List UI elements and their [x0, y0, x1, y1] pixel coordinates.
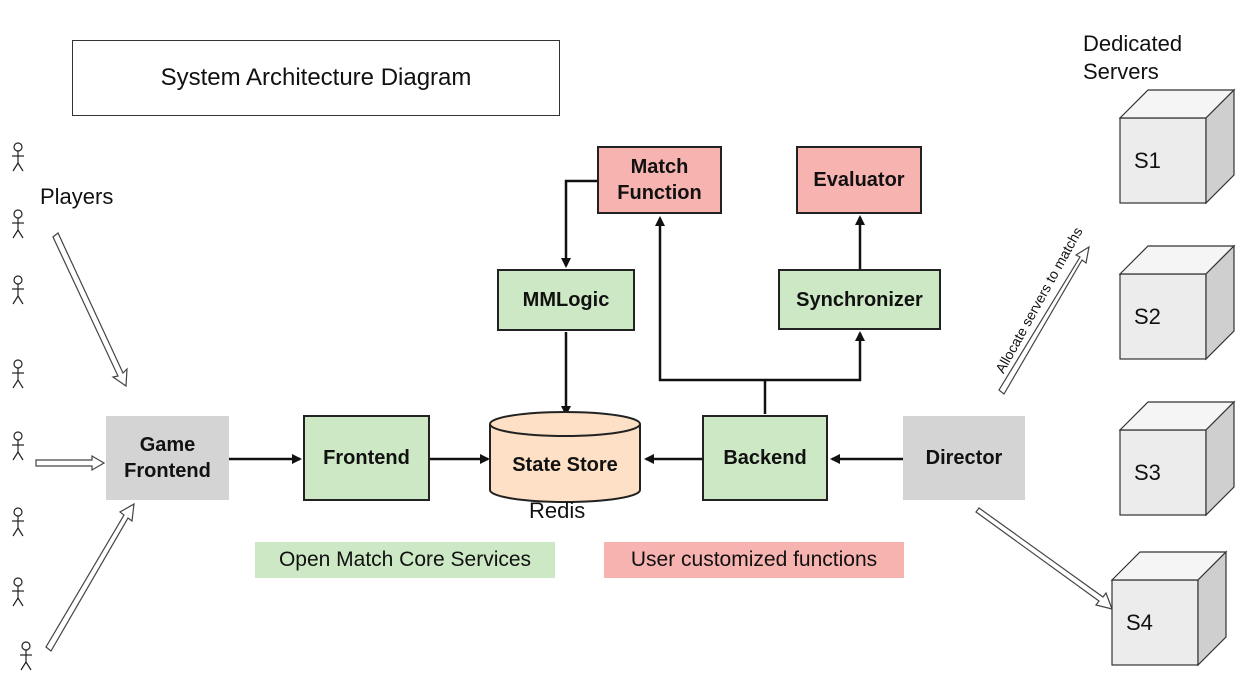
- solid-arrows: [229, 179, 903, 464]
- redis-label: Redis: [529, 498, 586, 523]
- hollow-arrow-director-s4: [975, 507, 1113, 610]
- game-frontend-line1: Game: [139, 434, 196, 456]
- server-cube-s2: [1118, 244, 1236, 361]
- backend-node: Backend: [702, 415, 828, 501]
- state-store-label: State Store: [512, 454, 618, 476]
- player-icon: [12, 209, 24, 239]
- game-frontend-node: Game Frontend: [106, 416, 229, 500]
- player-icon: [12, 275, 24, 305]
- server-label-s2: S2: [1134, 304, 1161, 329]
- dedicated-servers-label-line1: Dedicated: [1083, 31, 1183, 56]
- arrow-backend-to-synchronizer: [765, 331, 865, 382]
- player-icon: [12, 359, 24, 389]
- legend-core-services: Open Match Core Services: [255, 542, 555, 578]
- match-function-line1: Match: [630, 156, 689, 178]
- evaluator-node: Evaluator: [796, 146, 922, 214]
- server-label-s4: S4: [1126, 610, 1153, 635]
- server-label-s3: S3: [1134, 460, 1161, 485]
- hollow-arrow-players-up: [45, 502, 135, 652]
- player-icon: [20, 641, 32, 671]
- player-icon: [12, 142, 24, 172]
- arrow-backend-to-match-function: [655, 216, 767, 414]
- legend-user-functions: User customized functions: [604, 542, 904, 578]
- synchronizer-node: Synchronizer: [778, 269, 941, 330]
- director-node: Director: [903, 416, 1025, 500]
- hollow-arrows: [35, 232, 1113, 652]
- server-label-s1: S1: [1134, 148, 1161, 173]
- server-cube-s4: [1110, 550, 1228, 667]
- player-figures: [12, 142, 32, 671]
- dedicated-servers-label-line2: Servers: [1083, 59, 1159, 84]
- frontend-node: Frontend: [303, 415, 430, 501]
- server-cube-s3: [1118, 400, 1236, 517]
- player-icon: [12, 431, 24, 461]
- match-function-line2: Function: [617, 182, 702, 204]
- hollow-arrow-allocate: [998, 245, 1090, 395]
- server-cubes: [1110, 88, 1236, 667]
- mmlogic-node: MMLogic: [497, 269, 635, 331]
- diagram-title: System Architecture Diagram: [72, 40, 560, 116]
- arrow-match-function-to-mmlogic: [561, 179, 598, 268]
- server-cube-s1: [1118, 88, 1236, 205]
- player-icon: [12, 577, 24, 607]
- hollow-arrow-players-right: [35, 454, 106, 472]
- players-label: Players: [40, 184, 114, 209]
- dedicated-servers-label: Dedicated Servers: [1083, 30, 1182, 86]
- state-store-cylinder: [489, 411, 641, 503]
- hollow-arrow-players-down: [52, 232, 128, 388]
- player-icon: [12, 507, 24, 537]
- match-function-node: Match Function: [597, 146, 722, 214]
- game-frontend-line2: Frontend: [124, 460, 211, 482]
